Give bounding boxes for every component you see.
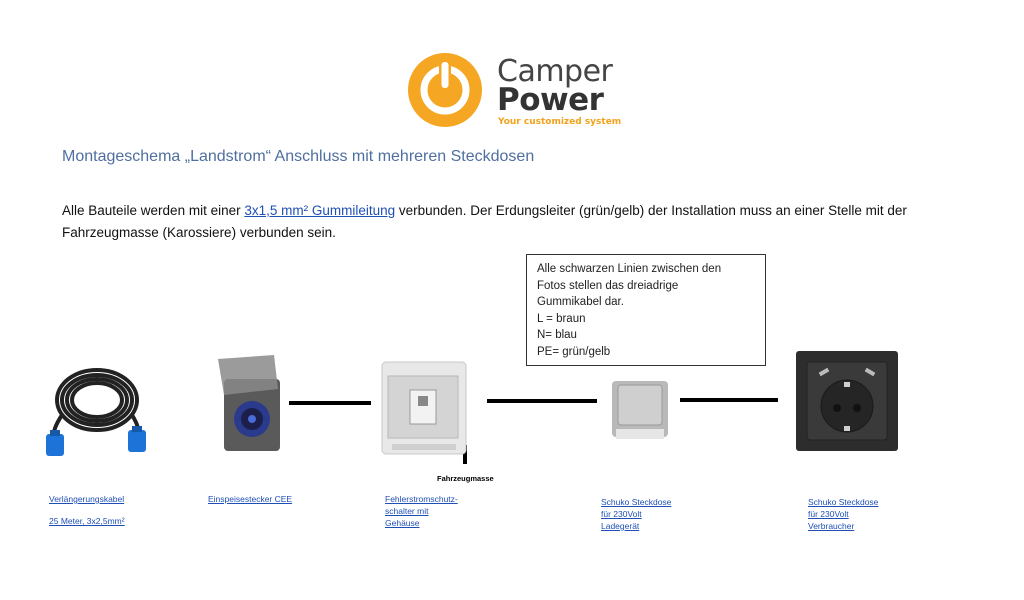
note-line: N= blau [537,329,577,341]
note-line: Fotos stellen das dreiadrige [537,279,679,292]
page-title: Montageschema „Landstrom“ Anschluss mit … [62,148,535,165]
component-caption[interactable]: 25 Meter, 3x2,5mm² [49,516,125,526]
component-caption[interactable]: für 230Volt [808,509,849,519]
cable-line-1 [289,401,371,405]
note-line: PE= grün/gelb [537,345,611,358]
component-caption[interactable]: Einspeisestecker CEE [208,494,293,504]
note-line: Gummikabel dar. [537,296,624,308]
cable-line-3 [680,398,778,402]
logo-text-power: Power [497,82,604,118]
extension-cable-icon [46,368,146,456]
component-2-captions: Einspeisestecker CEE [208,493,292,505]
ground-line [463,445,467,464]
logo-tagline: Your customized system [498,117,622,127]
component-caption[interactable]: Schuko Steckdose [808,497,879,507]
schuko-usb-socket-icon [796,351,898,451]
power-logo-icon [408,53,482,127]
component-caption[interactable]: für 230Volt [601,509,642,519]
breaker-box-icon [381,361,467,455]
component-4-captions: Schuko Steckdose für 230Volt Ladegerät [601,496,671,532]
component-caption[interactable]: Verbraucher [808,521,855,531]
schuko-usb-image [795,350,899,452]
component-caption[interactable]: Verlängerungskabel [49,494,125,504]
intro-paragraph: Alle Bauteile werden mit einer 3x1,5 mm²… [62,200,962,244]
cee-inlet-icon [218,355,280,451]
camper-power-logo [405,48,605,130]
logo-text-camper: Camper [497,54,613,89]
note-line: Alle schwarzen Linien zwischen den [537,263,722,275]
component-3-captions: Fehlerstromschutz- schalter mit Gehäuse [385,493,458,529]
component-caption[interactable]: schalter mit [385,506,429,516]
component-caption[interactable]: Gehäuse [385,518,420,528]
component-caption[interactable]: Schuko Steckdose [601,497,672,507]
note-line: L = braun [537,312,586,325]
cee-inlet-image [216,355,286,455]
intro-text-before: Alle Bauteile werden mit einer [62,203,245,218]
intro-text-after: verbunden. Der Erdungsleiter (grün/gelb)… [62,203,907,240]
cable-line-2 [487,399,597,403]
extension-cable-image [42,360,152,460]
wiring-note-box: Alle schwarzen Linien zwischen den Fotos… [526,254,766,366]
cable-link[interactable]: 3x1,5 mm² Gummileitung [244,203,396,218]
component-caption[interactable]: Fehlerstromschutz- [385,494,458,504]
component-caption[interactable]: Ladegerät [601,521,640,531]
component-1-captions: Verlängerungskabel 25 Meter, 3x2,5mm² [49,493,125,527]
component-5-captions: Schuko Steckdose für 230Volt Verbraucher [808,496,878,532]
schuko-charger-socket-icon [612,381,668,439]
schuko-charger-image [608,377,672,447]
ground-label: Fahrzeugmasse [437,474,494,483]
breaker-box-image [380,360,468,456]
